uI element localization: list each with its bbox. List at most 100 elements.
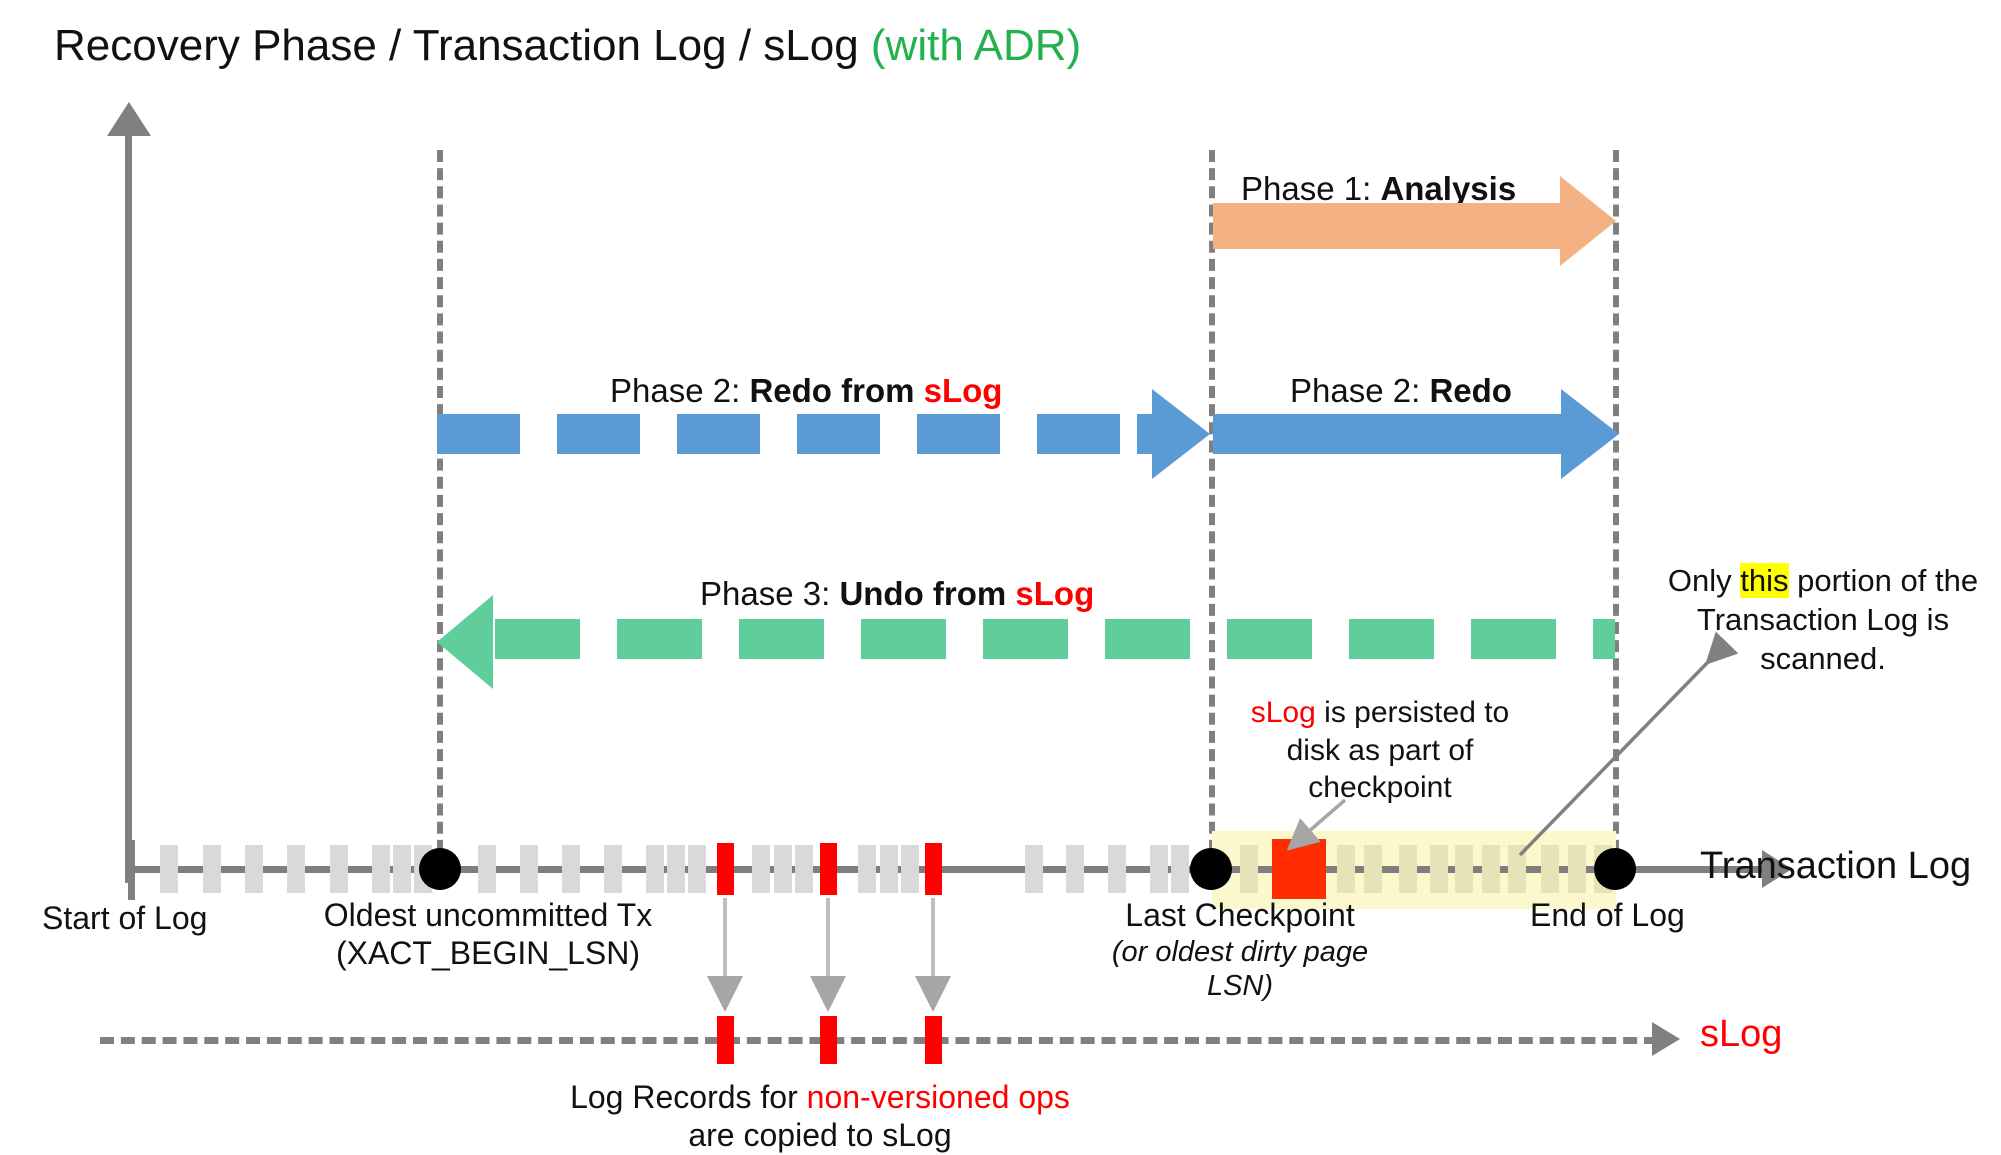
- dash-segment: [677, 414, 760, 454]
- transaction-log-axis-line: [128, 866, 1768, 873]
- callout-nv-accent: non-versioned ops: [806, 1079, 1070, 1115]
- log-record-tick-nonversioned: [717, 843, 734, 895]
- phase-3-undo-from-slog-label: Phase 3: Undo from sLog: [700, 575, 1094, 613]
- log-record-tick-scanned: [1541, 845, 1559, 893]
- log-record-tick: [245, 845, 263, 893]
- log-record-tick: [901, 845, 919, 893]
- log-record-tick-scanned: [1240, 845, 1258, 893]
- dash-segment: [861, 619, 946, 659]
- label-oldest-uncommitted-tx: Oldest uncommitted Tx (XACT_BEGIN_LSN): [268, 897, 708, 973]
- log-record-tick-scanned: [1364, 845, 1382, 893]
- callout-scan-prefix: Only: [1667, 563, 1741, 598]
- phase-2-redo-from-slog-arrowhead: [1152, 389, 1210, 479]
- title-adr-suffix: (with ADR): [870, 21, 1082, 70]
- page-title: Recovery Phase / Transaction Log / sLog …: [54, 21, 1082, 70]
- phase-2-redo-label: Phase 2: Redo: [1290, 372, 1512, 410]
- log-record-tick: [1108, 845, 1126, 893]
- callout-slog-accent: sLog: [1250, 696, 1316, 729]
- dash-segment: [1037, 414, 1120, 454]
- slog-record-tick: [820, 1016, 837, 1064]
- dash-segment: [1105, 619, 1190, 659]
- log-record-tick: [880, 845, 898, 893]
- guide-end-of-log: [1613, 150, 1619, 870]
- log-record-tick: [330, 845, 348, 893]
- dash-segment: [983, 619, 1068, 659]
- guide-last-checkpoint: [1209, 150, 1215, 870]
- log-record-tick: [1171, 845, 1189, 893]
- log-record-tick: [203, 845, 221, 893]
- phase-1-name: Analysis: [1380, 170, 1517, 207]
- guide-oldest-uncommitted-tx: [437, 150, 443, 870]
- log-record-tick: [160, 845, 178, 893]
- marker-last-checkpoint: [1190, 848, 1232, 890]
- phase-2b-name: Redo: [1429, 372, 1512, 409]
- phase-3-undo-arrow-body: [495, 619, 1615, 659]
- log-record-tick-scanned: [1455, 845, 1473, 893]
- phase-3-prefix: Phase 3:: [700, 575, 840, 612]
- callout-slog-text: is persisted to disk as part of checkpoi…: [1286, 696, 1510, 804]
- phase-3-name-accent: sLog: [1015, 575, 1095, 612]
- dash-segment: [1593, 619, 1615, 659]
- label-last-checkpoint: Last Checkpoint (or oldest dirty page LS…: [1080, 897, 1400, 1003]
- phase-2a-name-accent: sLog: [923, 372, 1003, 409]
- log-record-tick-scanned: [1399, 845, 1417, 893]
- phase-1-analysis-arrowhead: [1560, 176, 1616, 266]
- log-record-tick: [562, 845, 580, 893]
- dash-segment: [1227, 619, 1312, 659]
- log-record-tick: [752, 845, 770, 893]
- callout-nv-line1: Log Records for non-versioned ops: [560, 1078, 1080, 1116]
- log-record-tick-nonversioned: [925, 843, 942, 895]
- log-record-tick: [795, 845, 813, 893]
- phase-2-redo-arrow-body: [1213, 414, 1566, 454]
- callout-non-versioned-ops: Log Records for non-versioned ops are co…: [560, 1078, 1080, 1155]
- dash-segment: [437, 414, 520, 454]
- label-oldest-main: Oldest uncommitted Tx: [323, 897, 653, 933]
- label-end-of-log: End of Log: [1530, 897, 1685, 933]
- phase-2-redo-arrowhead: [1561, 389, 1619, 479]
- log-record-tick: [372, 845, 390, 893]
- label-slog-axis: sLog: [1700, 1013, 1783, 1055]
- log-record-tick: [858, 845, 876, 893]
- callout-scanned-portion: Only this portion of the Transaction Log…: [1648, 562, 1998, 678]
- label-start-of-log: Start of Log: [42, 900, 208, 936]
- log-record-tick: [478, 845, 496, 893]
- callout-scan-highlight: this: [1740, 563, 1789, 598]
- dash-segment: [1471, 619, 1556, 659]
- log-record-tick-scanned: [1568, 845, 1586, 893]
- callout-scan-suffix: portion of the Transaction Log is scanne…: [1696, 563, 1979, 676]
- dash-segment: [917, 414, 1000, 454]
- phase-2b-prefix: Phase 2:: [1290, 372, 1430, 409]
- log-record-tick-scanned: [1430, 845, 1448, 893]
- log-record-tick: [1150, 845, 1168, 893]
- phase-2a-prefix: Phase 2:: [610, 372, 750, 409]
- log-record-tick: [688, 845, 706, 893]
- log-record-tick: [520, 845, 538, 893]
- log-record-tick-scanned: [1482, 845, 1500, 893]
- phase-2-redo-from-slog-label: Phase 2: Redo from sLog: [610, 372, 1002, 410]
- phase-1-analysis-arrow-body: [1213, 203, 1565, 249]
- phase-2-redo-from-slog-arrow-body: [437, 414, 1157, 454]
- dash-segment: [557, 414, 640, 454]
- phase-2a-name: Redo from: [749, 372, 924, 409]
- log-record-tick-nonversioned: [820, 843, 837, 895]
- log-record-tick: [667, 845, 685, 893]
- log-record-tick-scanned: [1508, 845, 1526, 893]
- phase-1-analysis-label: Phase 1: Analysis: [1241, 170, 1516, 208]
- y-axis-line: [125, 128, 132, 883]
- label-transaction-log-axis: Transaction Log: [1700, 845, 1972, 887]
- dash-segment: [739, 619, 824, 659]
- dash-segment: [617, 619, 702, 659]
- log-record-tick: [1025, 845, 1043, 893]
- phase-3-undo-arrowhead: [437, 595, 493, 689]
- title-main: Recovery Phase / Transaction Log / sLog: [54, 21, 871, 70]
- dash-segment: [495, 619, 580, 659]
- dash-segment: [797, 414, 880, 454]
- callout-slog-persisted: sLog is persisted to disk as part of che…: [1240, 694, 1520, 807]
- slog-axis-arrowhead: [1652, 1022, 1680, 1056]
- transaction-log-axis-arrowhead: [1762, 850, 1792, 888]
- log-record-tick: [646, 845, 664, 893]
- log-record-tick-scanned: [1337, 845, 1355, 893]
- label-ckpt-main: Last Checkpoint: [1125, 897, 1355, 933]
- callout-nv-line2: are copied to sLog: [688, 1117, 952, 1154]
